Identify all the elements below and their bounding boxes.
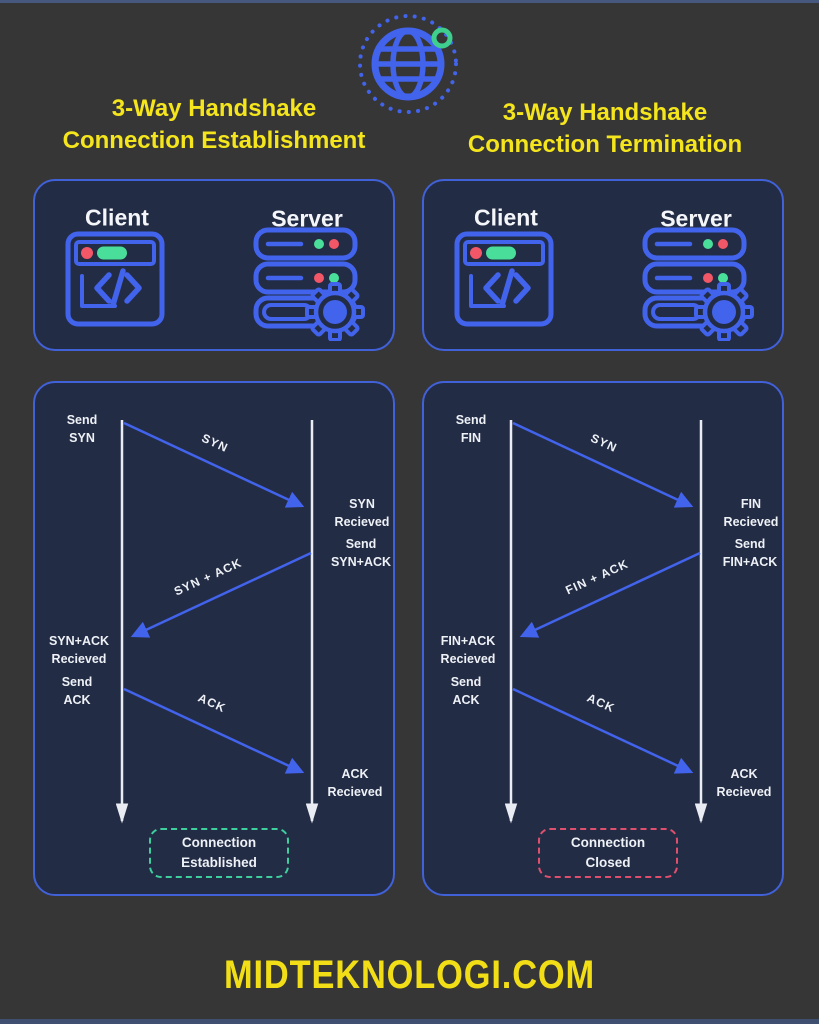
server-stack-icon (253, 227, 365, 341)
result-box-connection-closed: Connection Closed (538, 828, 678, 878)
server-label: Server (271, 205, 343, 232)
event-fin-ack-received: FIN+ACK Recieved (440, 633, 496, 666)
title-line-1: 3-Way Handshake (111, 95, 317, 122)
globe-icon (358, 14, 458, 114)
event-syn-received: SYN Recieved (334, 496, 390, 529)
client-label: Client (85, 204, 149, 231)
arrow-fin (512, 421, 694, 508)
event-fin-received: FIN Recieved (723, 496, 779, 529)
arrow-syn-ack (130, 551, 312, 638)
sequence-establishment: Send SYN SYN SYN Recieved Send SYN+ACK S… (33, 381, 395, 896)
actors-panel-termination: Client Server (422, 179, 784, 351)
event-syn-ack-received: SYN+ACK Recieved (48, 633, 110, 666)
sequence-chart (504, 420, 708, 824)
result-box-connection-established: Connection Established (149, 828, 289, 878)
event-ack-received: ACK Recieved (327, 766, 383, 799)
actors-panel-establishment: Client Server (33, 179, 395, 351)
arrow-ack (512, 687, 694, 774)
event-send-fin-ack: Send FIN+ACK (722, 536, 778, 569)
client-label: Client (474, 204, 538, 231)
title-establishment: 3-Way Handshake Connection Establishment (33, 93, 395, 157)
event-send-syn: Send SYN (66, 412, 98, 445)
event-ack-received: ACK Recieved (716, 766, 772, 799)
browser-client-icon (65, 231, 165, 327)
arrow-ack (123, 687, 305, 774)
title-termination: 3-Way Handshake Connection Termination (424, 97, 786, 161)
green-ring-icon (431, 27, 453, 49)
title-line-2: Connection Termination (467, 131, 743, 158)
event-send-ack: Send ACK (450, 674, 482, 707)
footer-site: MIDTEKNOLOGI.COM (223, 953, 596, 997)
server-label: Server (660, 205, 732, 232)
server-stack-icon (642, 227, 754, 341)
arrow-fin-ack (519, 551, 701, 638)
arrow-syn (123, 421, 305, 508)
event-send-ack: Send ACK (61, 674, 93, 707)
browser-client-icon (454, 231, 554, 327)
title-line-1: 3-Way Handshake (502, 99, 708, 126)
gear-icon (305, 282, 365, 341)
event-send-syn-ack: Send SYN+ACK (330, 536, 392, 569)
sequence-termination: Send FIN SYN FIN Recieved Send FIN+ACK F… (422, 381, 784, 896)
sequence-chart (115, 420, 319, 824)
gear-icon (694, 282, 754, 341)
title-line-2: Connection Establishment (62, 127, 366, 154)
event-send-fin: Send FIN (455, 412, 487, 445)
